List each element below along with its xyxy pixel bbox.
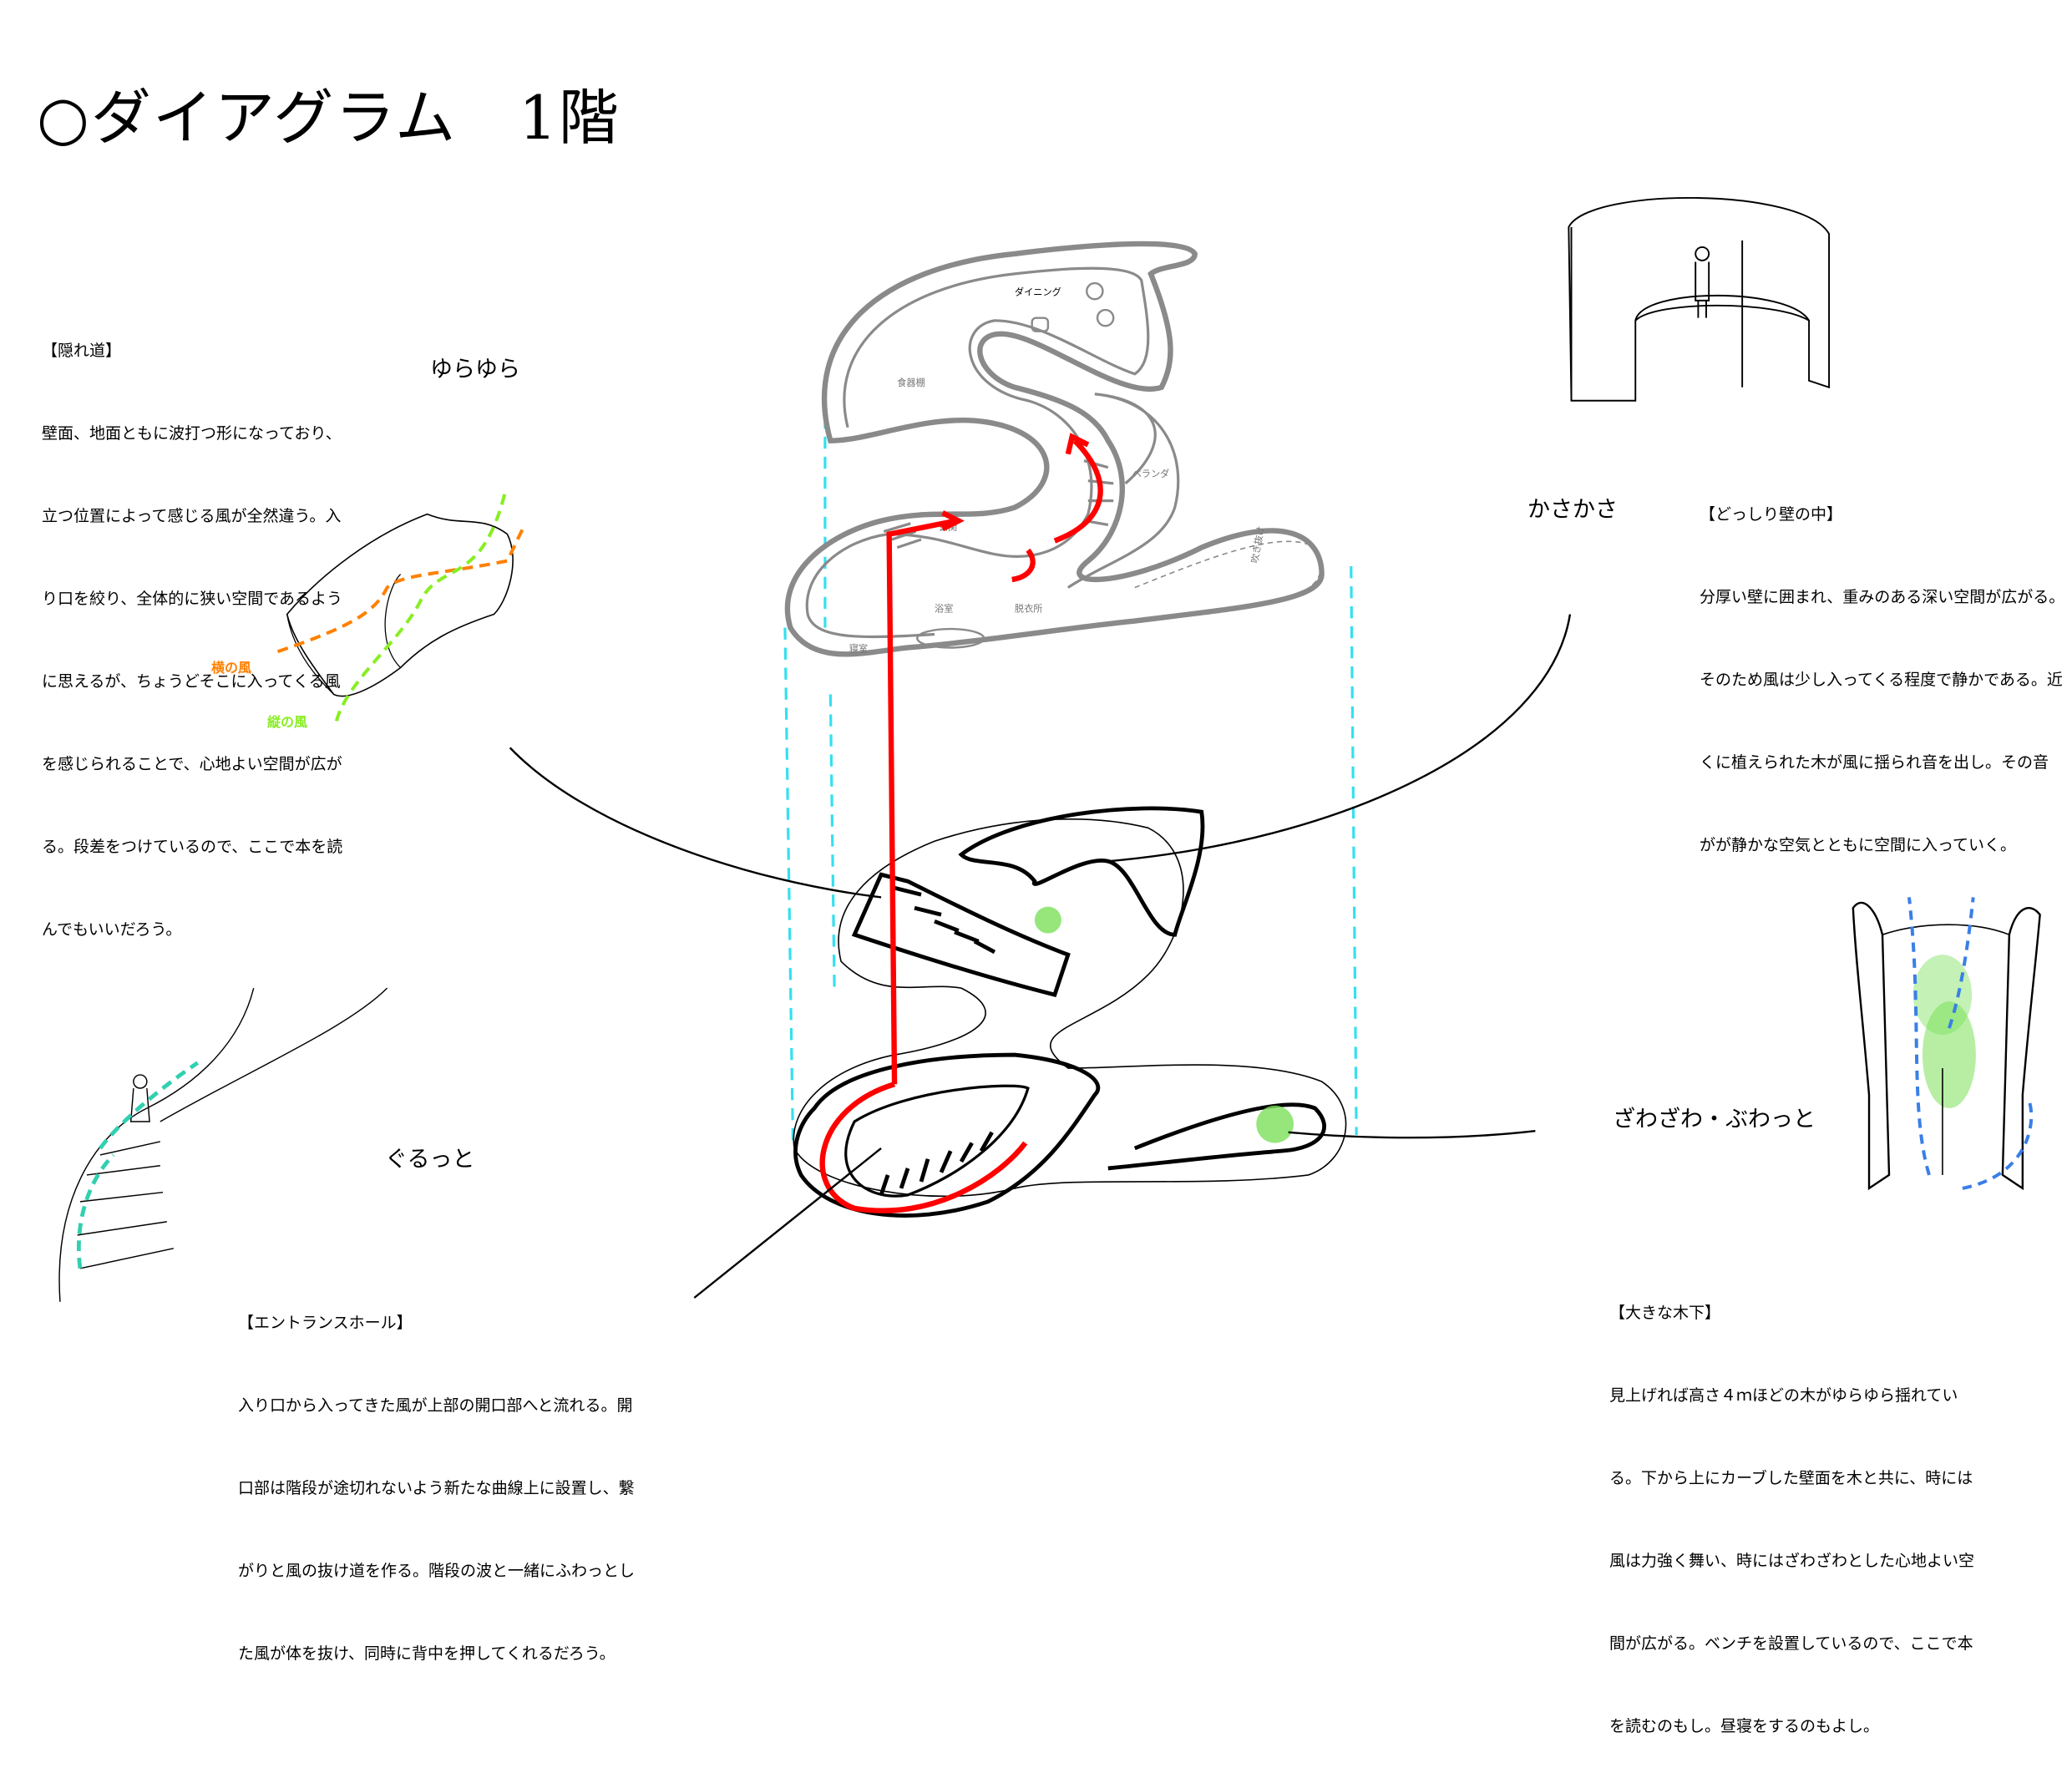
bathtub bbox=[916, 627, 985, 649]
vertical-wind-arrow bbox=[334, 494, 507, 722]
zawazawa-sketch bbox=[1852, 897, 2041, 1191]
room-label-veranda: ベランダ bbox=[1132, 468, 1170, 479]
description-line: を読むのもし。昼寝をするのもよし。 bbox=[1609, 1717, 1880, 1735]
wind-arrow bbox=[98, 1061, 199, 1150]
description-line: がりと風の抜け道を作る。階段の波と一緒にふわっとし bbox=[238, 1562, 636, 1580]
description-line: 口部は階段が途切れないよう新たな曲線上に設置し、繋 bbox=[238, 1479, 635, 1497]
massing-wall bbox=[958, 806, 1205, 937]
arrow-head bbox=[1065, 433, 1090, 455]
person-figure bbox=[1695, 246, 1710, 261]
curved-wall bbox=[2001, 907, 2041, 1191]
void-outline bbox=[1134, 540, 1322, 622]
stair-lines bbox=[879, 1131, 994, 1196]
massing-outline bbox=[793, 818, 1347, 1198]
description-heading: 【どっしり壁の中】 bbox=[1700, 505, 1843, 524]
floor-plan: ダイニング 食器棚 ベランダ 玄関 浴室 脱衣所 寝室 吹き抜け bbox=[784, 241, 1325, 657]
description-line: を感じられることで、心地よい空間が広が bbox=[42, 755, 342, 773]
dining-table bbox=[1031, 317, 1050, 332]
entrance-hall-inner bbox=[844, 1084, 1030, 1198]
leader-lines bbox=[509, 614, 1572, 1299]
room-label-cupboard: 食器棚 bbox=[897, 377, 925, 388]
massing-model bbox=[793, 806, 1347, 1218]
description-line: る。下から上にカーブした壁面を木と共に、時には bbox=[1609, 1469, 1973, 1487]
stair-lines bbox=[883, 522, 922, 550]
description-line: んでもいいだろう。 bbox=[42, 920, 182, 939]
description-line: る。段差をつけているので、ここで本を読 bbox=[42, 838, 343, 856]
flow-line bbox=[886, 518, 957, 1085]
flow-line bbox=[1053, 438, 1103, 544]
yurayura-sketch bbox=[276, 494, 525, 722]
horizontal-wind-arrow bbox=[276, 526, 525, 654]
section-title-zawazawa: ざわざわ・ぶわっと bbox=[1613, 1107, 1816, 1132]
room-label-bath: 浴室 bbox=[935, 602, 953, 614]
leader-line-gurutto bbox=[693, 1147, 882, 1299]
dining-chair bbox=[1086, 281, 1104, 301]
tree-canopy bbox=[1922, 1001, 1976, 1109]
leader-line-zawazawa bbox=[1288, 1129, 1536, 1139]
description-line: 見上げれば高さ４ｍほどの木がゆらゆら揺れてい bbox=[1609, 1386, 1958, 1405]
stair-lines bbox=[894, 885, 996, 955]
veranda-wall bbox=[1066, 393, 1180, 589]
description-line: 入り口から入ってきた風が上部の開口部へと流れる。開 bbox=[238, 1396, 633, 1415]
description-line: り口を絞り、全体的に狭い空間であるよう bbox=[42, 590, 343, 608]
dining-chair bbox=[1096, 308, 1115, 327]
plan-outer-wall bbox=[784, 241, 1325, 657]
description-gurutto: 【エントランスホール】 入り口から入ってきた風が上部の開口部へと流れる。開 口部… bbox=[238, 1254, 635, 1695]
section-title-yurayura: ゆらゆら bbox=[430, 357, 520, 382]
description-heading: 【隠れ道】 bbox=[42, 342, 122, 360]
diagram-artwork: ダイニング 食器棚 ベランダ 玄関 浴室 脱衣所 寝室 吹き抜け bbox=[58, 197, 2041, 1302]
curved-wall bbox=[1852, 901, 1891, 1191]
circulation-path bbox=[819, 433, 1103, 1213]
description-kasakasa: 【どっしり壁の中】 分厚い壁に囲まれ、重みのある深い空間が広がる。 そのため風は… bbox=[1700, 446, 2064, 887]
guide-line bbox=[783, 627, 795, 1146]
description-line: 間が広がる。ベンチを設置しているので、ここで本 bbox=[1609, 1634, 1973, 1653]
description-heading: 【大きな木下】 bbox=[1609, 1304, 1721, 1322]
description-line: 分厚い壁に囲まれ、重みのある深い空間が広がる。 bbox=[1700, 588, 2065, 606]
stair-lines bbox=[77, 1141, 174, 1269]
stair-curve bbox=[58, 987, 255, 1302]
description-line: に思えるが、ちょうどそこに入ってくる風 bbox=[42, 672, 341, 691]
tree-room-wall bbox=[1107, 1102, 1326, 1171]
section-title-gurutto: ぐるっと bbox=[385, 1147, 475, 1173]
kasakasa-sketch bbox=[1568, 197, 1831, 402]
flow-line bbox=[819, 1082, 1028, 1213]
plan-inner-wall bbox=[805, 266, 1150, 639]
description-heading: 【エントランスホール】 bbox=[238, 1314, 413, 1332]
tree-canopy bbox=[1034, 906, 1061, 934]
description-line: 風は力強く舞い、時にはざわざわとした心地よい空 bbox=[1609, 1552, 1975, 1570]
description-line: 立つ位置によって感じる風が全然違う。入 bbox=[42, 507, 342, 525]
description-line: くに植えられた木が風に揺られ音を出し。その音 bbox=[1700, 753, 2049, 772]
wind-label-vertical: 縦の風 bbox=[267, 714, 308, 730]
wall-outline bbox=[286, 513, 514, 697]
description-zawazawa: 【大きな木下】 見上げれば高さ４ｍほどの木がゆらゆら揺れてい る。下から上にカー… bbox=[1609, 1244, 1974, 1768]
thick-wall bbox=[1568, 197, 1831, 402]
description-line: そのため風は少し入ってくる程度で静かである。近 bbox=[1700, 671, 2063, 689]
entrance-hall-wall bbox=[793, 1052, 1101, 1218]
massing-stair-wall bbox=[851, 872, 1071, 997]
description-line: がが静かな空気とともに空間に入っていく。 bbox=[1700, 836, 2017, 854]
description-line: 壁面、地面ともに波打つ形になっており、 bbox=[42, 424, 342, 443]
gurutto-sketch bbox=[58, 987, 388, 1302]
wind-arrow bbox=[1907, 897, 1931, 1176]
leader-line-kasakasa bbox=[1107, 614, 1572, 863]
guide-line bbox=[1350, 565, 1358, 1135]
person-figure bbox=[133, 1074, 148, 1089]
arrow-head bbox=[941, 510, 965, 532]
guide-line bbox=[828, 694, 836, 989]
leader-line-yurayura bbox=[509, 747, 882, 899]
page-title: ○ダイアグラム 1階 bbox=[37, 83, 621, 153]
description-yurayura: 【隠れ道】 壁面、地面ともに波打つ形になっており、 立つ位置によって感じる風が全… bbox=[42, 282, 342, 971]
flow-line bbox=[1011, 548, 1036, 583]
room-label-dressing: 脱衣所 bbox=[1015, 602, 1043, 614]
tree-canopy bbox=[1256, 1105, 1294, 1143]
alignment-guides bbox=[783, 416, 1358, 1146]
section-title-kasakasa: かさかさ bbox=[1527, 497, 1618, 523]
room-label-dining: ダイニング bbox=[1015, 286, 1061, 297]
wind-label-horizontal: 横の風 bbox=[211, 660, 252, 676]
description-line: た風が体を抜け、同時に背中を押してくれるだろう。 bbox=[238, 1644, 616, 1663]
room-label-bedroom: 寝室 bbox=[849, 642, 868, 654]
